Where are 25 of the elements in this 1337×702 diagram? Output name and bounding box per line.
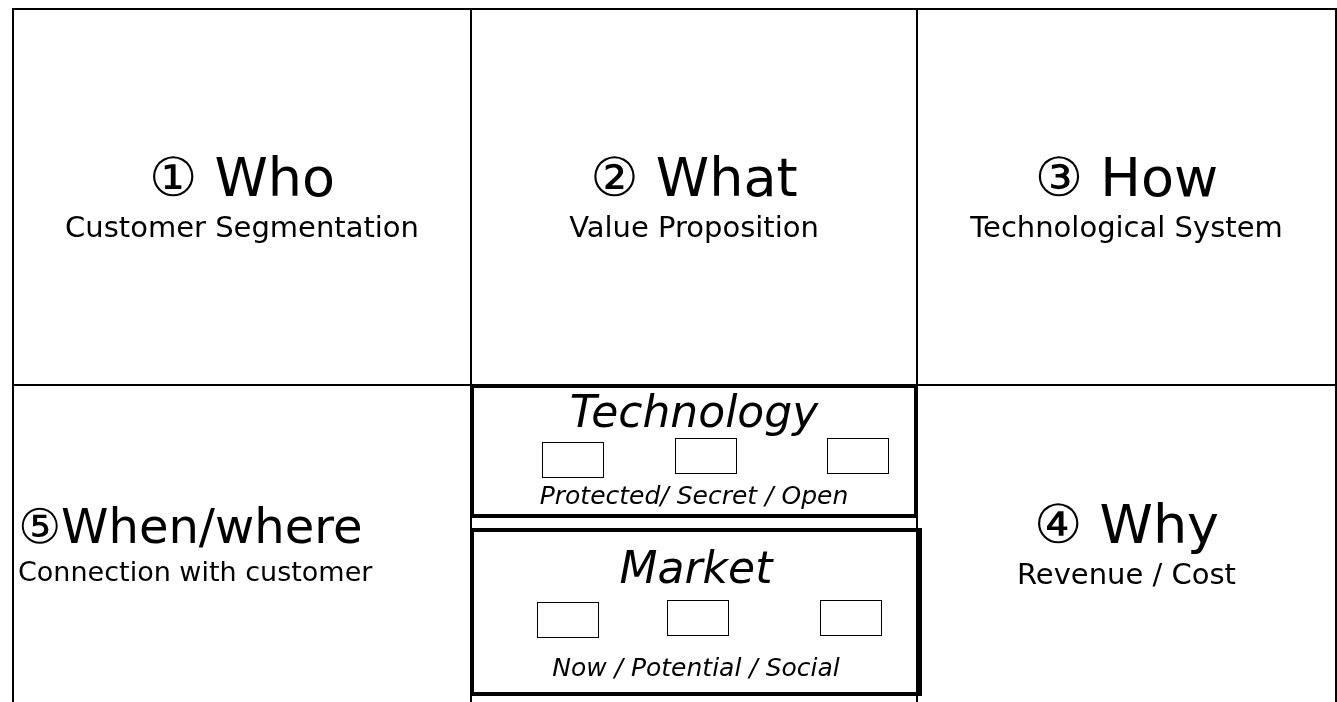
cell-heading: ① Who	[148, 147, 336, 210]
checkbox-square	[667, 600, 729, 636]
grid-cell	[12, 8, 472, 386]
cell-heading: ② What	[590, 147, 798, 210]
checkbox-square	[827, 438, 889, 474]
cell-subtitle: Connection with customer	[18, 555, 373, 590]
cell-heading: ④ Why	[1033, 494, 1220, 557]
category-title: Market	[618, 544, 775, 593]
cell-heading: ③ How	[1034, 147, 1219, 210]
category-box	[470, 528, 922, 696]
cell-subtitle: Value Proposition	[569, 209, 819, 247]
option-list: Protected/ Secret / Open	[474, 482, 914, 510]
cell-subtitle: Revenue / Cost	[1017, 556, 1236, 594]
checkbox-square	[537, 602, 599, 638]
cell-heading: ⑤When/where	[18, 498, 363, 555]
grid-cell	[916, 384, 1337, 702]
checkbox-square	[820, 600, 882, 636]
checkbox-square	[675, 438, 737, 474]
checkbox-square	[542, 442, 604, 478]
option-list: Now / Potential / Social	[474, 654, 918, 682]
cell-subtitle: Technological System	[970, 209, 1283, 247]
category-title: Technology	[568, 388, 820, 437]
category-box	[470, 384, 918, 518]
cell-subtitle: Customer Segmentation	[65, 209, 419, 247]
grid-cell	[916, 8, 1337, 386]
